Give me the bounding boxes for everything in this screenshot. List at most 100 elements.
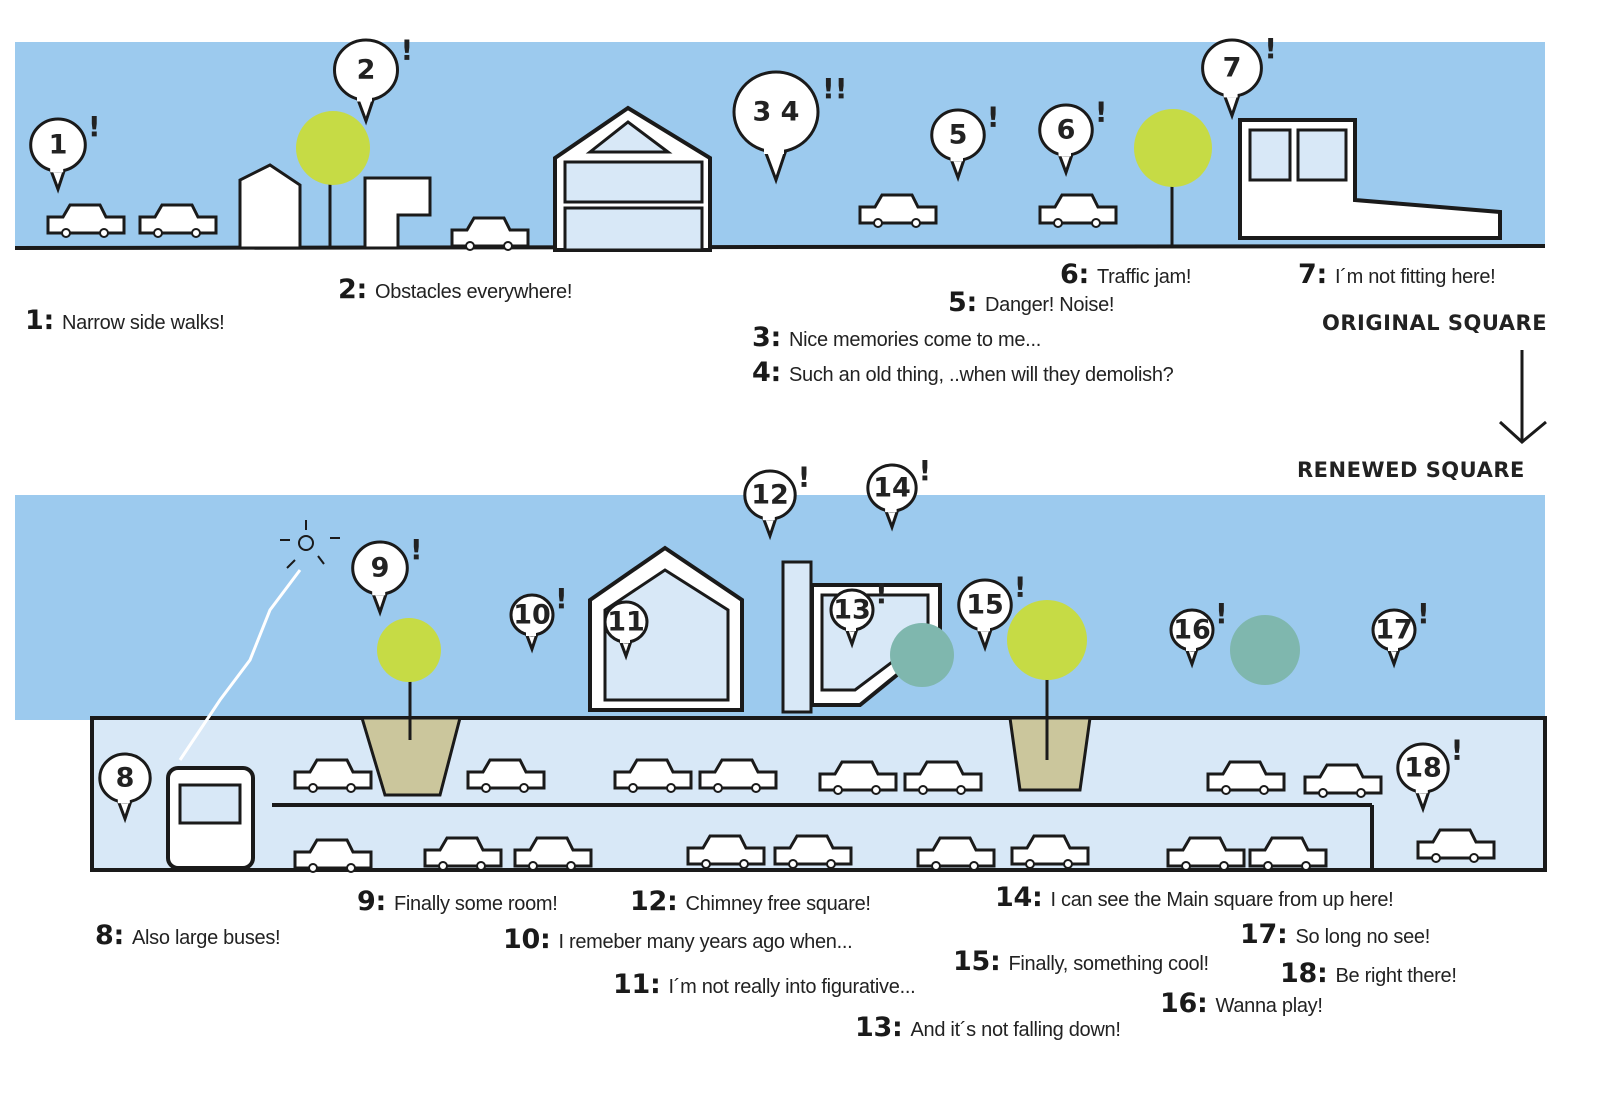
exclamation-mark: ! [1215, 597, 1228, 630]
sky [15, 495, 1545, 720]
car [423, 836, 503, 871]
transition-arrow [1498, 350, 1547, 444]
bubble-number: 14 [873, 473, 911, 504]
bubble-number: 2 [357, 55, 376, 86]
car [138, 203, 218, 238]
exclamation-mark: ! [88, 110, 101, 143]
caption-10: 10:I remeber many years ago when... [503, 924, 853, 955]
title-original-square: ORIGINAL SQUARE [1322, 311, 1548, 335]
bubble-number: 5 [949, 120, 968, 151]
tree [1007, 600, 1087, 760]
speech-bubble-5: 5! [930, 100, 1000, 182]
kiosk [363, 176, 432, 250]
planter-soil [1008, 716, 1092, 792]
caption-15: 15:Finally, something cool! [953, 946, 1209, 977]
building-small [238, 163, 302, 250]
speech-bubble-6: 6! [1038, 95, 1108, 177]
bubble-number: 6 [1057, 115, 1076, 146]
speech-bubble-13: 13! [829, 577, 888, 649]
light-path [178, 569, 302, 761]
exclamation-mark: ! [918, 454, 931, 487]
speech-bubble-15: 15! [957, 570, 1027, 652]
teal-tree [1230, 615, 1300, 685]
car [858, 193, 938, 228]
caption-6: 6:Traffic jam! [1060, 259, 1192, 290]
bubble-number: 18 [1404, 753, 1442, 784]
sun-icon [280, 520, 340, 569]
caption-11: 11:I´m not really into figurative... [613, 969, 916, 1000]
car [1166, 836, 1246, 871]
bubble-number: 16 [1173, 615, 1211, 646]
bubble-number: 13 [833, 595, 871, 626]
bubble-number: 17 [1375, 615, 1413, 646]
bubble-number: 12 [751, 480, 789, 511]
car [686, 834, 766, 869]
car [1248, 836, 1328, 871]
tree [296, 111, 370, 248]
car [1010, 834, 1090, 869]
speech-bubble-11: 11 [603, 600, 649, 661]
exclamation-mark: ! [1264, 32, 1277, 65]
caption-4: 4:Such an old thing, ..when will they de… [752, 357, 1174, 388]
speech-bubble-17: 17! [1371, 597, 1430, 669]
tree [1134, 109, 1212, 246]
car [1416, 828, 1496, 863]
speech-bubble-1: 1! [29, 110, 101, 194]
bubble-number: 1 [49, 130, 68, 161]
car [466, 758, 546, 793]
caption-17: 17:So long no see! [1240, 919, 1430, 950]
exclamation-mark: ! [987, 100, 1000, 133]
speech-bubble-8: 8 [98, 752, 152, 824]
speech-bubble-3-4: 3 4!! [732, 70, 848, 185]
bubble-number: 15 [966, 590, 1004, 621]
car [1038, 193, 1118, 228]
car [818, 760, 898, 795]
bubble-number: 11 [607, 607, 645, 638]
bubble-number: 3 4 [753, 97, 800, 128]
exclamation-mark: ! [875, 577, 888, 610]
title-renewed-square: RENEWED SQUARE [1297, 458, 1525, 482]
tree [377, 618, 441, 740]
bubble-number: 8 [116, 763, 135, 794]
caption-13: 13:And it´s not falling down! [855, 1012, 1121, 1043]
exclamation-mark: ! [1417, 597, 1430, 630]
exclamation-mark: ! [1451, 734, 1464, 767]
car [293, 838, 373, 873]
caption-18: 18:Be right there! [1280, 958, 1457, 989]
car [1206, 760, 1286, 795]
car [613, 758, 693, 793]
caption-9: 9:Finally some room! [357, 886, 558, 917]
speech-bubble-12: 12! [743, 461, 811, 541]
bubble-number: 10 [513, 600, 551, 631]
speech-bubble-10: 10! [509, 582, 568, 654]
caption-1: 1:Narrow side walks! [25, 305, 225, 336]
exclamation-mark: ! [1095, 95, 1108, 128]
car [773, 834, 853, 869]
caption-2: 2:Obstacles everywhere! [338, 274, 573, 305]
caption-5: 5:Danger! Noise! [948, 287, 1115, 318]
exclamation-mark: ! [401, 34, 414, 67]
teal-tree [890, 623, 954, 687]
speech-bubble-2: 2! [333, 34, 414, 126]
renewed-square-panel [15, 495, 1547, 872]
exclamation-mark: !! [822, 72, 848, 105]
car [916, 836, 996, 871]
car [698, 758, 778, 793]
bubble-number: 9 [371, 553, 390, 584]
speech-bubble-14: 14! [866, 454, 931, 532]
caption-8: 8:Also large buses! [95, 920, 281, 951]
speech-bubble-18: 18! [1396, 734, 1464, 814]
exclamation-mark: ! [410, 533, 423, 566]
speech-bubble-16: 16! [1169, 597, 1228, 669]
car [903, 760, 983, 795]
speech-bubble-9: 9! [351, 533, 423, 617]
exclamation-mark: ! [798, 461, 811, 494]
car [513, 836, 593, 871]
caption-16: 16:Wanna play! [1160, 988, 1323, 1019]
chimney-shaft [781, 560, 813, 714]
exclamation-mark: ! [1014, 570, 1027, 603]
exclamation-mark: ! [555, 582, 568, 615]
speech-bubble-7: 7! [1201, 32, 1277, 121]
caption-12: 12:Chimney free square! [630, 886, 871, 917]
caption-3: 3:Nice memories come to me... [752, 322, 1041, 353]
